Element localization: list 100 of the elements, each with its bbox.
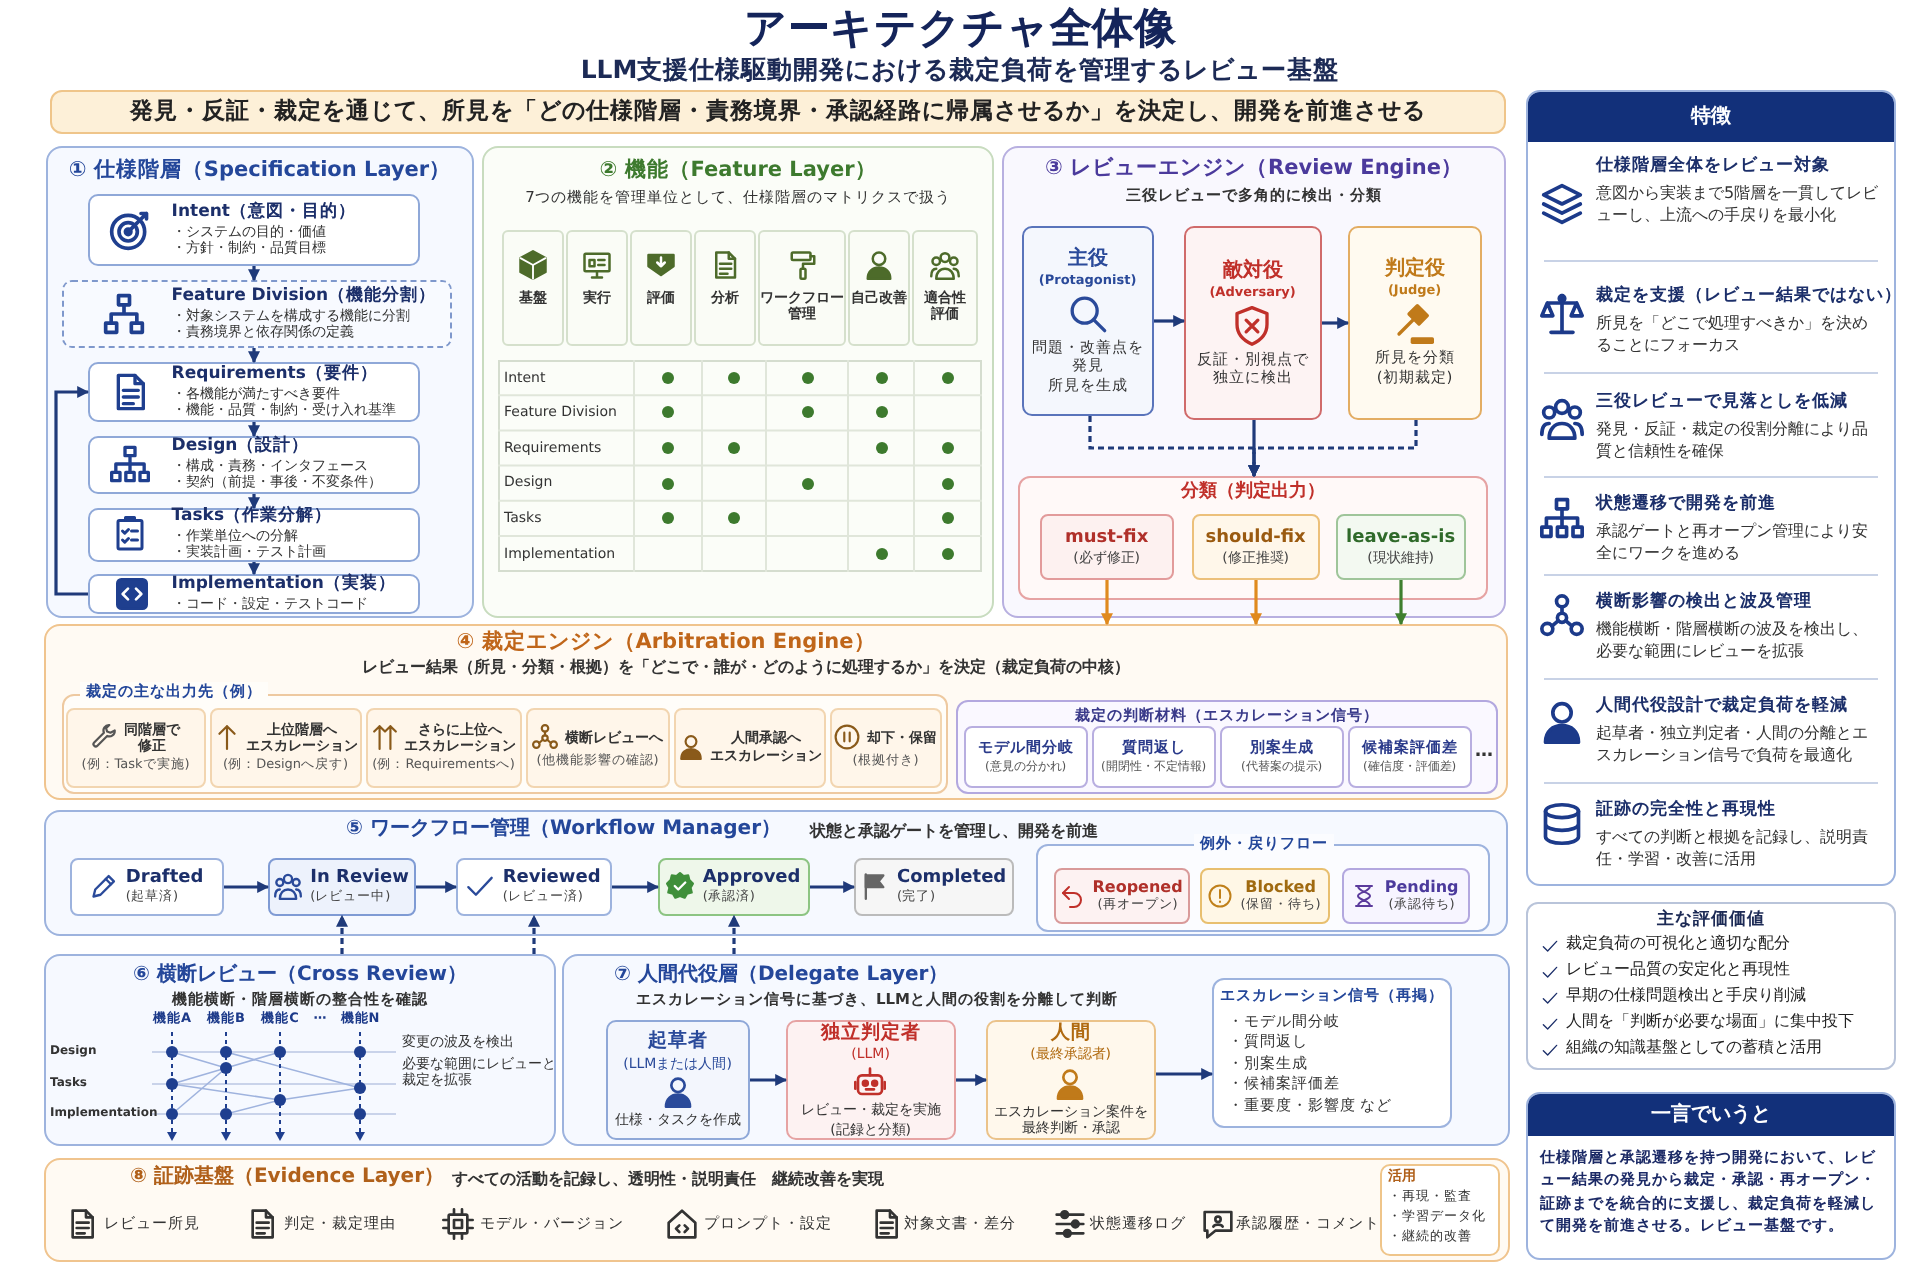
dashed-arrow	[728, 914, 740, 954]
panel-heading: 一言でいうと	[1528, 1094, 1894, 1136]
list-item: 人間を「判断が必要な場面」に集中投下	[1566, 1012, 1854, 1032]
layer-title: Tasks（作業分解）	[171, 508, 333, 528]
layer-title: Feature Division（機能分割）	[171, 287, 437, 308]
arrow	[1101, 580, 1113, 626]
role-card	[1183, 225, 1322, 420]
layer-panel	[44, 1158, 1510, 1262]
panel-title: ⑥ 横断レビュー（Cross Review）	[133, 964, 467, 988]
arrow	[956, 1074, 988, 1086]
state-node	[1053, 867, 1190, 924]
state-node	[657, 857, 810, 916]
layer-box	[61, 279, 452, 348]
layer-title: Implementation（実装）	[171, 575, 396, 596]
dashed-arrow	[1248, 420, 1418, 478]
destination-card	[65, 707, 206, 788]
role-title: 主役	[1067, 247, 1108, 272]
group-frame	[1017, 475, 1488, 600]
arrow	[1250, 580, 1262, 626]
arrow	[1154, 315, 1186, 327]
role-title: 起草者	[647, 1030, 708, 1054]
role-card	[605, 1019, 750, 1140]
role-card	[985, 1019, 1156, 1140]
page-subtitle: LLM支援仕様駆動開発における裁定負荷を管理するレビュー基盤	[580, 54, 1340, 84]
feature-text: 機能横断・階層横断の波及を検出し、必要な範囲にレビューを拡張	[1596, 618, 1870, 663]
role-card	[1347, 225, 1482, 420]
feature-text: 意図から実装まで5階層を一貫してレビューし、上流への手戻りを最小化	[1596, 182, 1880, 227]
feature-text: 発見・反証・裁定の役割分離により品質と信頼性を確保	[1596, 418, 1870, 463]
arrow	[248, 494, 260, 510]
role-title: 人間	[1050, 1022, 1091, 1045]
value-list-panel	[1526, 902, 1896, 1070]
destination-card	[525, 707, 670, 788]
feature-title: 横断影響の検出と波及管理	[1596, 592, 1812, 613]
layer-box	[87, 507, 420, 562]
feature-title: 仕様階層全体をレビュー対象	[1596, 156, 1830, 177]
state-title: Drafted	[125, 868, 204, 889]
panel-subtitle: すべての活動を記録し、透明性・説明責任 継続改善を実現	[452, 1170, 884, 1190]
feature-title: 証跡の完全性と再現性	[1596, 800, 1776, 821]
group-title: 分類（判定出力）	[1180, 481, 1325, 504]
info-panel	[1526, 90, 1896, 886]
panel-title: ⑦ 人間代役層（Delegate Layer）	[614, 964, 949, 988]
tag-title: leave-as-is	[1346, 527, 1456, 549]
list-item: 早期の仕様問題検出と手戻り削減	[1566, 986, 1806, 1006]
more-indicator: …	[1475, 742, 1493, 764]
layer-box	[87, 435, 420, 494]
state-title: Reopened	[1092, 878, 1183, 897]
classification-tag	[1191, 513, 1320, 580]
layer-title: Requirements（要件）	[171, 365, 378, 386]
feature-title: 裁定を支援（レビュー結果ではない）	[1596, 286, 1902, 307]
destination-card	[673, 707, 826, 788]
dashed-arrow	[336, 914, 348, 954]
dashed-arrow	[528, 914, 540, 954]
signal-card	[1091, 725, 1216, 788]
state-node	[1341, 867, 1470, 924]
panel-title: ⑤ ワークフロー管理（Workflow Manager）	[346, 818, 782, 842]
state-node	[267, 857, 416, 916]
feature-title: 人間代役設計で裁定負荷を軽減	[1596, 696, 1848, 717]
state-node	[1199, 867, 1330, 924]
panel-subtitle: 状態と承認ゲートを管理し、開発を前進	[810, 822, 1098, 842]
feature-text: 所見を「どこで処理すべきか」を決めることにフォーカス	[1596, 312, 1870, 357]
classification-tag	[1039, 513, 1174, 580]
state-node	[853, 857, 1014, 916]
feature-text: すべての判断と根拠を記録し、説明責任・学習・改善に活用	[1596, 826, 1870, 871]
feature-title: 状態遷移で開発を前進	[1596, 494, 1776, 515]
arrow	[810, 881, 856, 893]
layer-panel	[562, 954, 1510, 1146]
state-node	[69, 857, 224, 916]
state-title: In Review	[310, 868, 409, 889]
panel-title: ① 仕様階層（Specification Layer）	[68, 158, 452, 184]
layer-panel	[44, 954, 556, 1146]
arrow	[750, 1074, 788, 1086]
layer-panel	[44, 624, 1508, 800]
layer-title: Design（設計）	[171, 438, 310, 458]
classification-tag	[1335, 513, 1466, 580]
list-item: 組織の知識基盤としての蓄積と活用	[1566, 1038, 1822, 1058]
signal-card	[1347, 725, 1472, 788]
state-node	[455, 857, 612, 916]
state-title: Completed	[896, 868, 1007, 889]
role-card	[1021, 225, 1154, 416]
panel-subtitle: レビュー結果（所見・分類・根拠）を「どこで・誰が・どのように処理するか」を決定（裁定負荷の中核）	[362, 658, 1130, 678]
summary-banner	[50, 90, 1506, 134]
role-card	[785, 1019, 956, 1140]
usage-list-panel	[1379, 1163, 1500, 1256]
feature-title: 三役レビューで見落としを低減	[1596, 392, 1848, 413]
layer-box	[87, 193, 420, 266]
arrow	[248, 562, 260, 576]
tag-title: should-fix	[1205, 527, 1306, 549]
arrow	[248, 348, 260, 364]
feature-text: 起草者・独立判定者・人間の分離とエスカレーション信号で負荷を最適化	[1596, 722, 1870, 767]
destination-card	[365, 707, 522, 788]
state-title: Blocked	[1245, 878, 1316, 897]
arrow	[224, 881, 270, 893]
list-title: 主な評価価値	[1657, 910, 1765, 931]
info-panel	[1526, 1092, 1896, 1260]
dashed-arrow	[1088, 416, 1260, 478]
panel-title: ③ レビューエンジン（Review Engine）	[1044, 156, 1464, 182]
layer-panel	[46, 146, 474, 618]
arrow	[54, 386, 90, 596]
panel-title: ⑧ 証跡基盤（Evidence Layer）	[130, 1166, 445, 1190]
state-title: Pending	[1384, 878, 1459, 897]
